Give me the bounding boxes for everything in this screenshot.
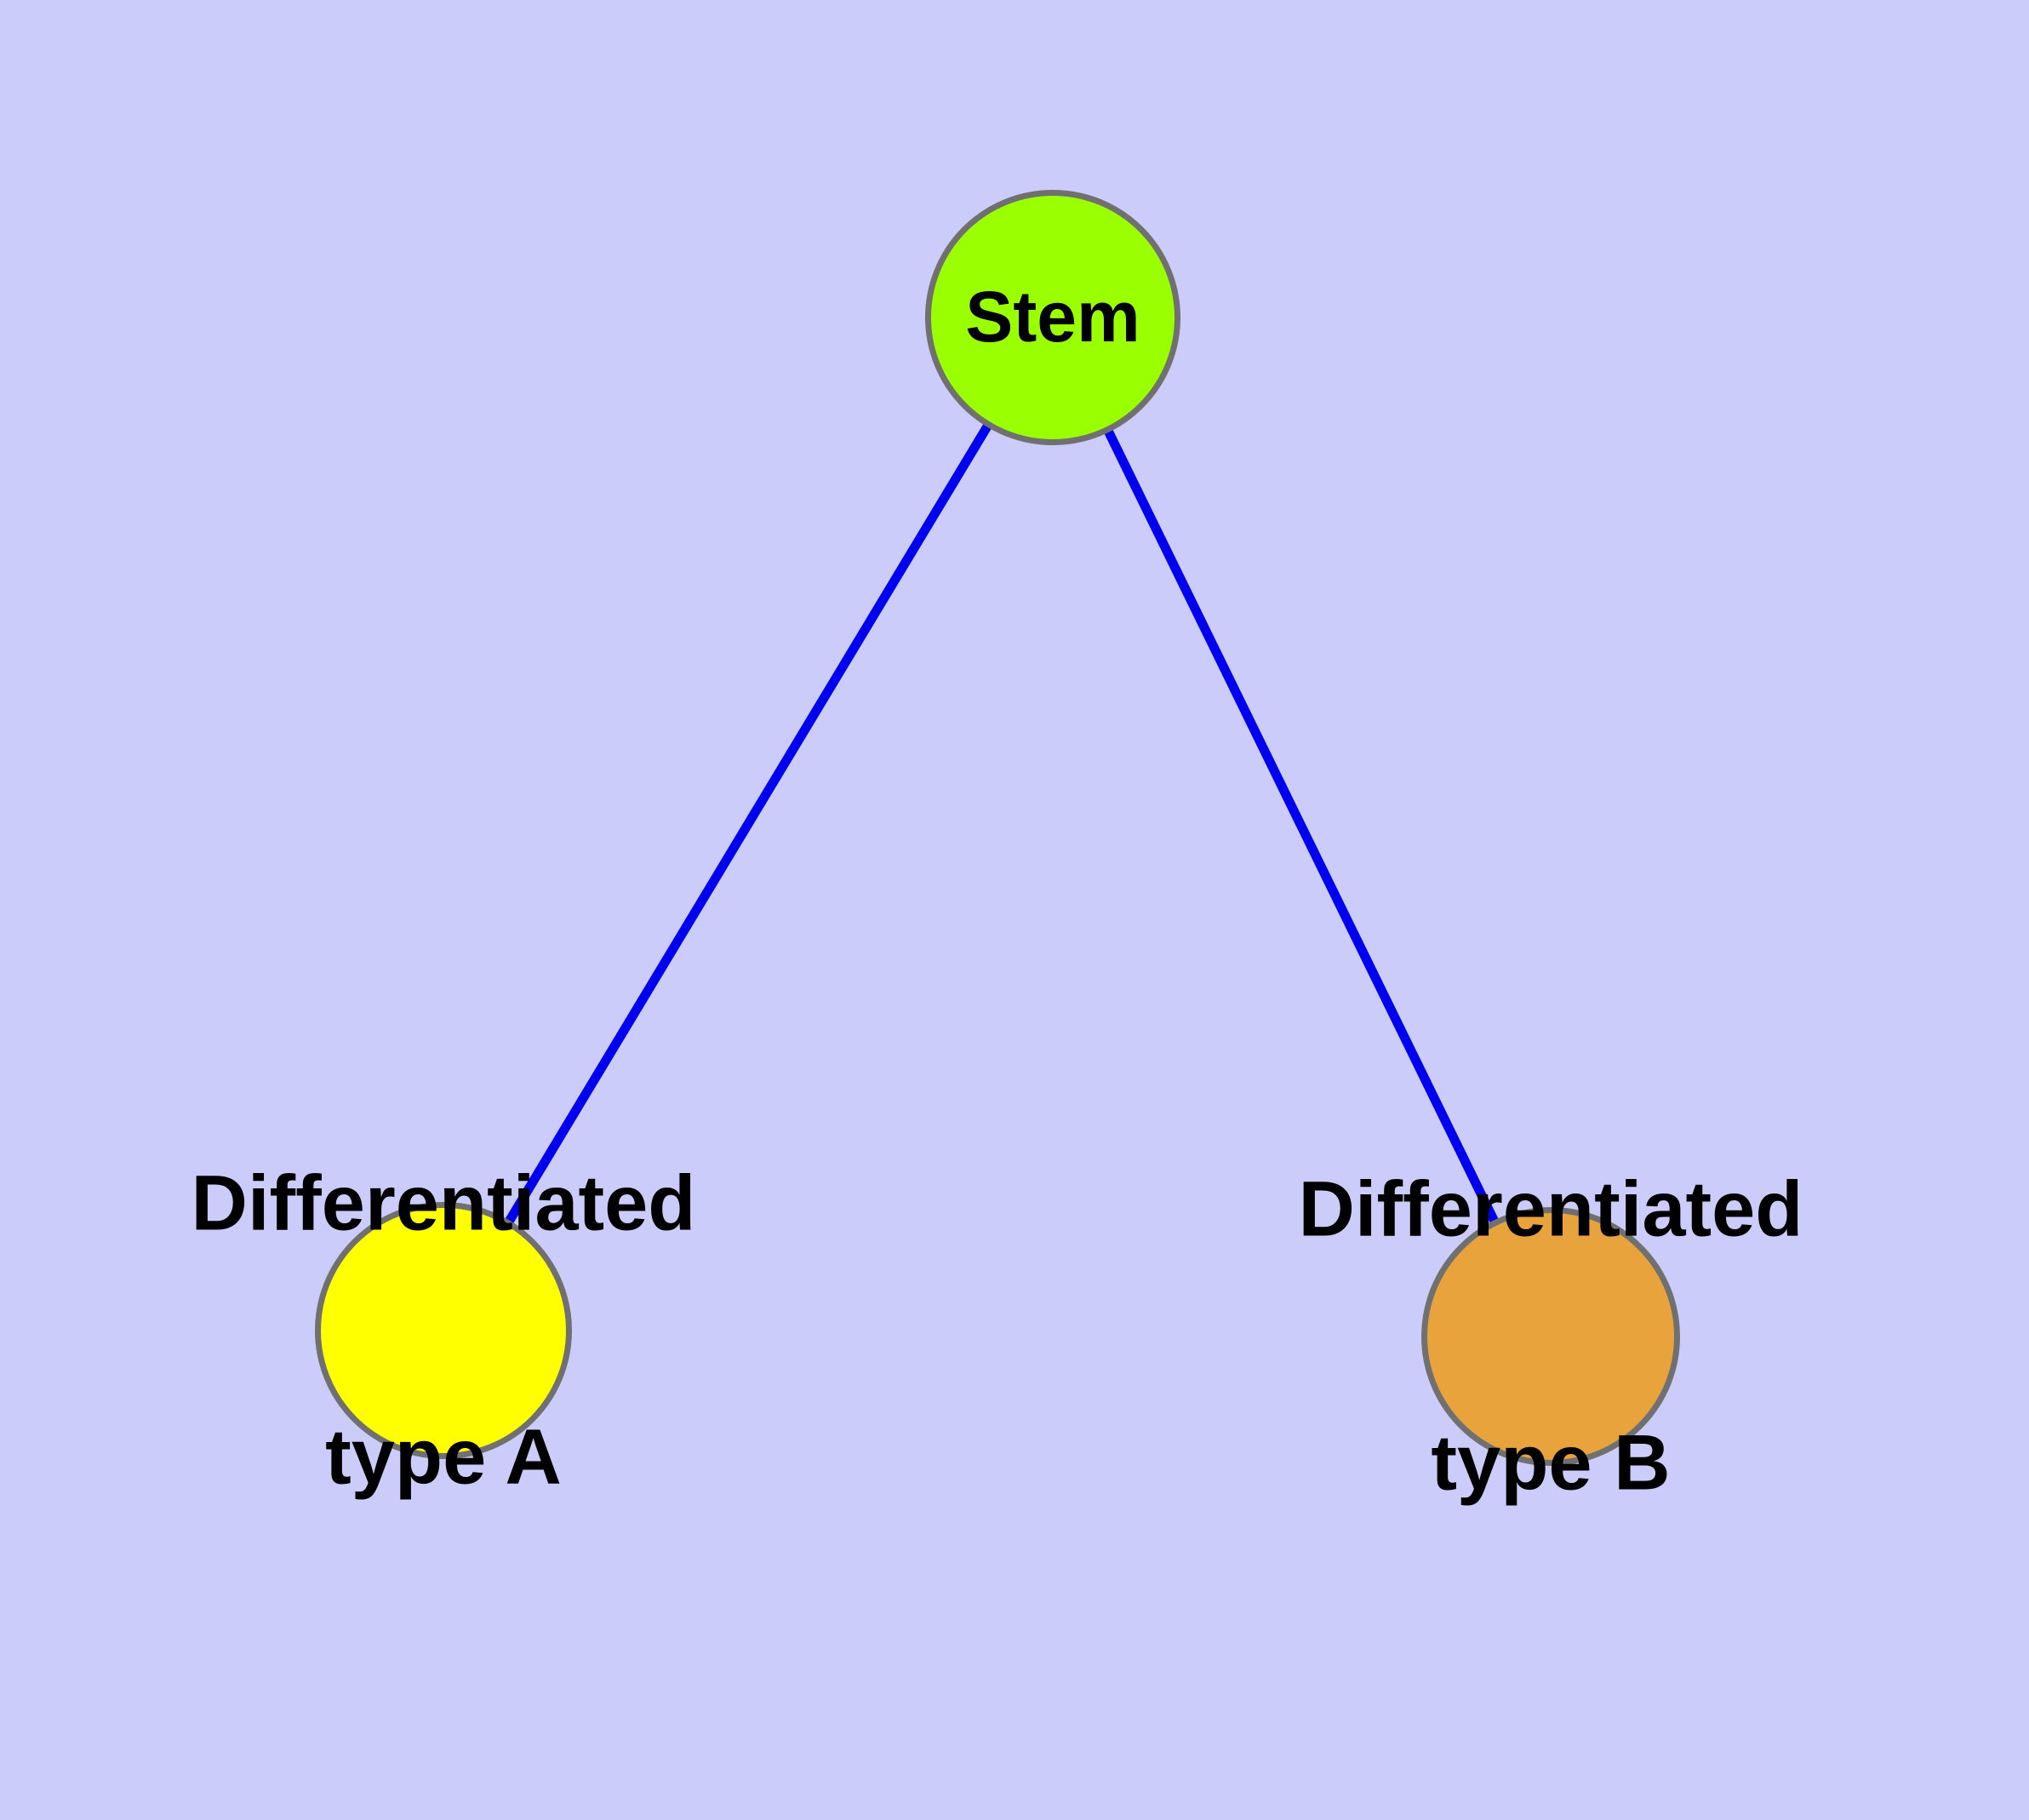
node-differentiated-type-a[interactable] [315, 1202, 572, 1459]
edges-group [439, 315, 1555, 1339]
node-stem[interactable] [925, 190, 1180, 445]
node-differentiated-type-b[interactable] [1421, 1207, 1680, 1466]
nodes-group [315, 190, 1680, 1466]
edge-stem-to-differentiated-b[interactable] [1049, 315, 1555, 1339]
edge-stem-to-differentiated-a[interactable] [439, 315, 1057, 1333]
